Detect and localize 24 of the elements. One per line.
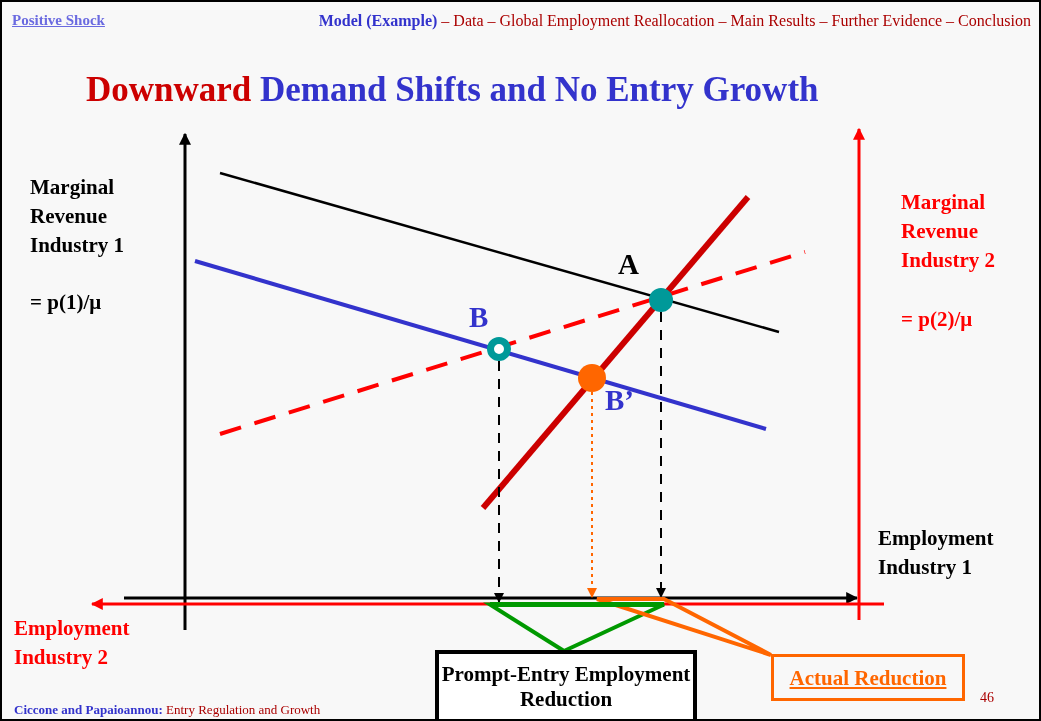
axis-label: Marginal Revenue Industry 1 xyxy=(30,174,125,259)
page-number: 46 xyxy=(980,690,994,706)
formula-label: = p(1)/μ xyxy=(30,290,102,315)
callout-box: Prompt-Entry Employment Reduction xyxy=(435,650,697,719)
leader-line xyxy=(587,391,597,598)
footer-text: Ciccone and Papaioannou: Entry Regulation and Growth xyxy=(14,702,321,718)
leader-line xyxy=(656,311,666,598)
axis-label: Employment Industry 1 xyxy=(878,525,995,581)
equilibrium-dot xyxy=(578,364,606,392)
slide-title: Downward Demand Shifts and No Entry Growth xyxy=(86,70,819,110)
point-label: A xyxy=(618,248,639,281)
range-bar xyxy=(597,597,664,601)
callout-box: Actual Reduction xyxy=(771,654,965,701)
nav-link: Positive Shock xyxy=(12,12,105,29)
point-label: B’ xyxy=(605,384,634,417)
formula-label: = p(2)/μ xyxy=(901,307,973,332)
leader-line xyxy=(494,360,504,603)
range-bar xyxy=(490,602,664,607)
nav-bar-text: Model (Example) – Data – Global Employment Reallocation – Main Results – Further Evidence – Conclusion xyxy=(318,12,1031,30)
axis-label: Marginal Revenue Industry 2 xyxy=(901,189,996,274)
point-label: B xyxy=(469,301,489,334)
equilibrium-dot xyxy=(487,337,511,361)
equilibrium-dot xyxy=(649,288,673,312)
axis-label: Employment Industry 2 xyxy=(14,615,131,671)
